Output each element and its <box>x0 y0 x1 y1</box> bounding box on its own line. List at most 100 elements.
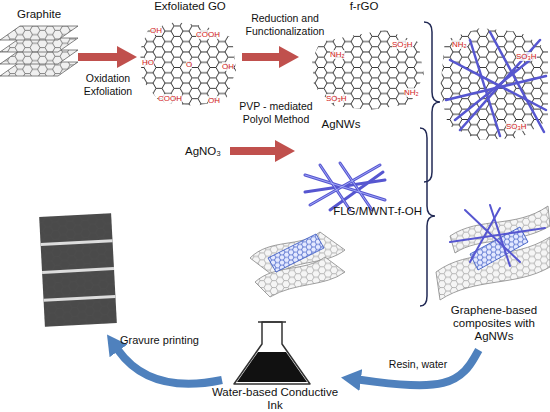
edge-label: Reduction and Functionalization <box>238 12 332 37</box>
nanowire-highlight <box>305 163 385 210</box>
ink-liquid <box>237 352 307 382</box>
graphene-layer <box>0 26 78 40</box>
material-label: Exfoliated GO <box>138 0 242 114</box>
flg-sheet <box>250 232 345 277</box>
graphene-layer <box>0 50 78 64</box>
nanowire <box>490 32 544 132</box>
process-arrow <box>242 53 280 61</box>
nanowire <box>470 40 500 136</box>
go-sheet <box>140 22 236 106</box>
nanowire <box>310 165 380 205</box>
node-text: Exfoliated GO <box>154 0 226 13</box>
functional-group: NH₂ <box>330 50 345 59</box>
nanowire <box>305 180 385 192</box>
flask-rim <box>258 321 286 323</box>
functional-group: COOH <box>158 94 182 103</box>
node-text: Graphene-based composites with AgNWs <box>438 304 550 343</box>
nanowire <box>465 210 520 262</box>
flg-sheet <box>436 237 550 300</box>
flg-lattice <box>436 237 550 300</box>
flg-sheet <box>255 257 345 297</box>
functional-group: SO₃H <box>326 94 347 103</box>
functional-group: COOH <box>196 30 220 39</box>
node-text: AgNWs <box>322 118 361 131</box>
functional-group: OH <box>150 26 162 35</box>
node-text: f-rGO <box>350 0 379 13</box>
nanowire <box>320 165 350 210</box>
nanotube-lattice <box>268 234 324 272</box>
nanotube <box>268 234 324 272</box>
functional-group: NH₂ <box>452 40 467 49</box>
graphite-stack <box>0 26 78 76</box>
nanowire <box>450 60 546 110</box>
sample-texture <box>39 213 117 327</box>
precursor-label: AgNO₃ <box>176 136 230 166</box>
nanotube <box>470 227 528 270</box>
group-brace <box>420 128 435 306</box>
nanowire <box>490 205 510 266</box>
rgo-sheet <box>312 30 424 110</box>
group-brace <box>424 22 440 182</box>
rgo-sheet <box>440 28 548 140</box>
material-label: AgNWs <box>296 118 386 184</box>
nanowire-network <box>446 32 546 136</box>
nanotube-lattice <box>470 227 528 270</box>
functional-group: OH <box>222 62 234 71</box>
sample-substrate <box>39 213 117 327</box>
material-label: FLG/MWNT-f-OH <box>250 205 422 295</box>
node-text: Water-based Conductive Ink <box>210 386 340 412</box>
node-text: AgNO₃ <box>185 145 221 158</box>
printed-sample <box>39 213 117 327</box>
nanowire-network <box>305 163 385 210</box>
nanowire <box>330 172 383 210</box>
process-arrow <box>118 350 222 384</box>
nanowire <box>305 175 385 200</box>
nanowire <box>340 163 372 210</box>
nanowire-network <box>450 205 545 266</box>
functional-group: SO₃H <box>506 122 527 131</box>
sample-stripe <box>42 267 114 274</box>
functional-group: NH₂ <box>404 88 419 97</box>
edge-label: Resin, water <box>376 358 460 371</box>
edge-label: Oxidation Exfoliation <box>74 72 142 97</box>
graphene-layer <box>0 62 78 76</box>
functional-group: OH <box>208 96 220 105</box>
nanowire <box>470 208 500 262</box>
graphene-lattice <box>0 26 78 40</box>
ink-label: Water-based Conductive Ink <box>210 326 340 412</box>
process-arrow <box>230 147 276 155</box>
flg-lattice <box>450 206 550 253</box>
graphene-lattice <box>0 38 78 52</box>
nanowire <box>460 40 540 130</box>
sample-stripe <box>41 239 113 246</box>
step-label: Gravure printing <box>120 334 199 346</box>
node-text: Graphite <box>17 8 61 21</box>
flg-sheet <box>450 206 550 253</box>
graphene-lattice <box>0 62 78 76</box>
nanowire <box>450 228 545 242</box>
nanowire <box>446 76 546 100</box>
functional-group: SO₃H <box>516 52 537 61</box>
erlenmeyer-flask <box>234 322 310 384</box>
nanowire <box>340 163 372 210</box>
nanowire <box>310 165 380 205</box>
flg-lattice <box>255 257 345 297</box>
composite-label: Graphene-based composites with AgNWs <box>438 296 550 350</box>
process-arrow <box>78 53 118 61</box>
functional-group: SO₃H <box>392 40 413 49</box>
nanowire <box>320 165 350 210</box>
node-text: FLG/MWNT-f-OH <box>333 205 422 218</box>
functional-group: O <box>186 60 192 69</box>
flg-lattice <box>250 232 345 277</box>
graphene-layer <box>0 38 78 52</box>
nanowire <box>305 175 385 200</box>
functional-group: HO <box>142 58 154 67</box>
material-label: Graphite <box>0 8 78 106</box>
nanowire <box>455 60 530 120</box>
graphene-lattice <box>0 50 78 64</box>
sample-stripe <box>43 295 115 302</box>
edge-label: PVP - mediated Polyol Method <box>228 100 324 125</box>
